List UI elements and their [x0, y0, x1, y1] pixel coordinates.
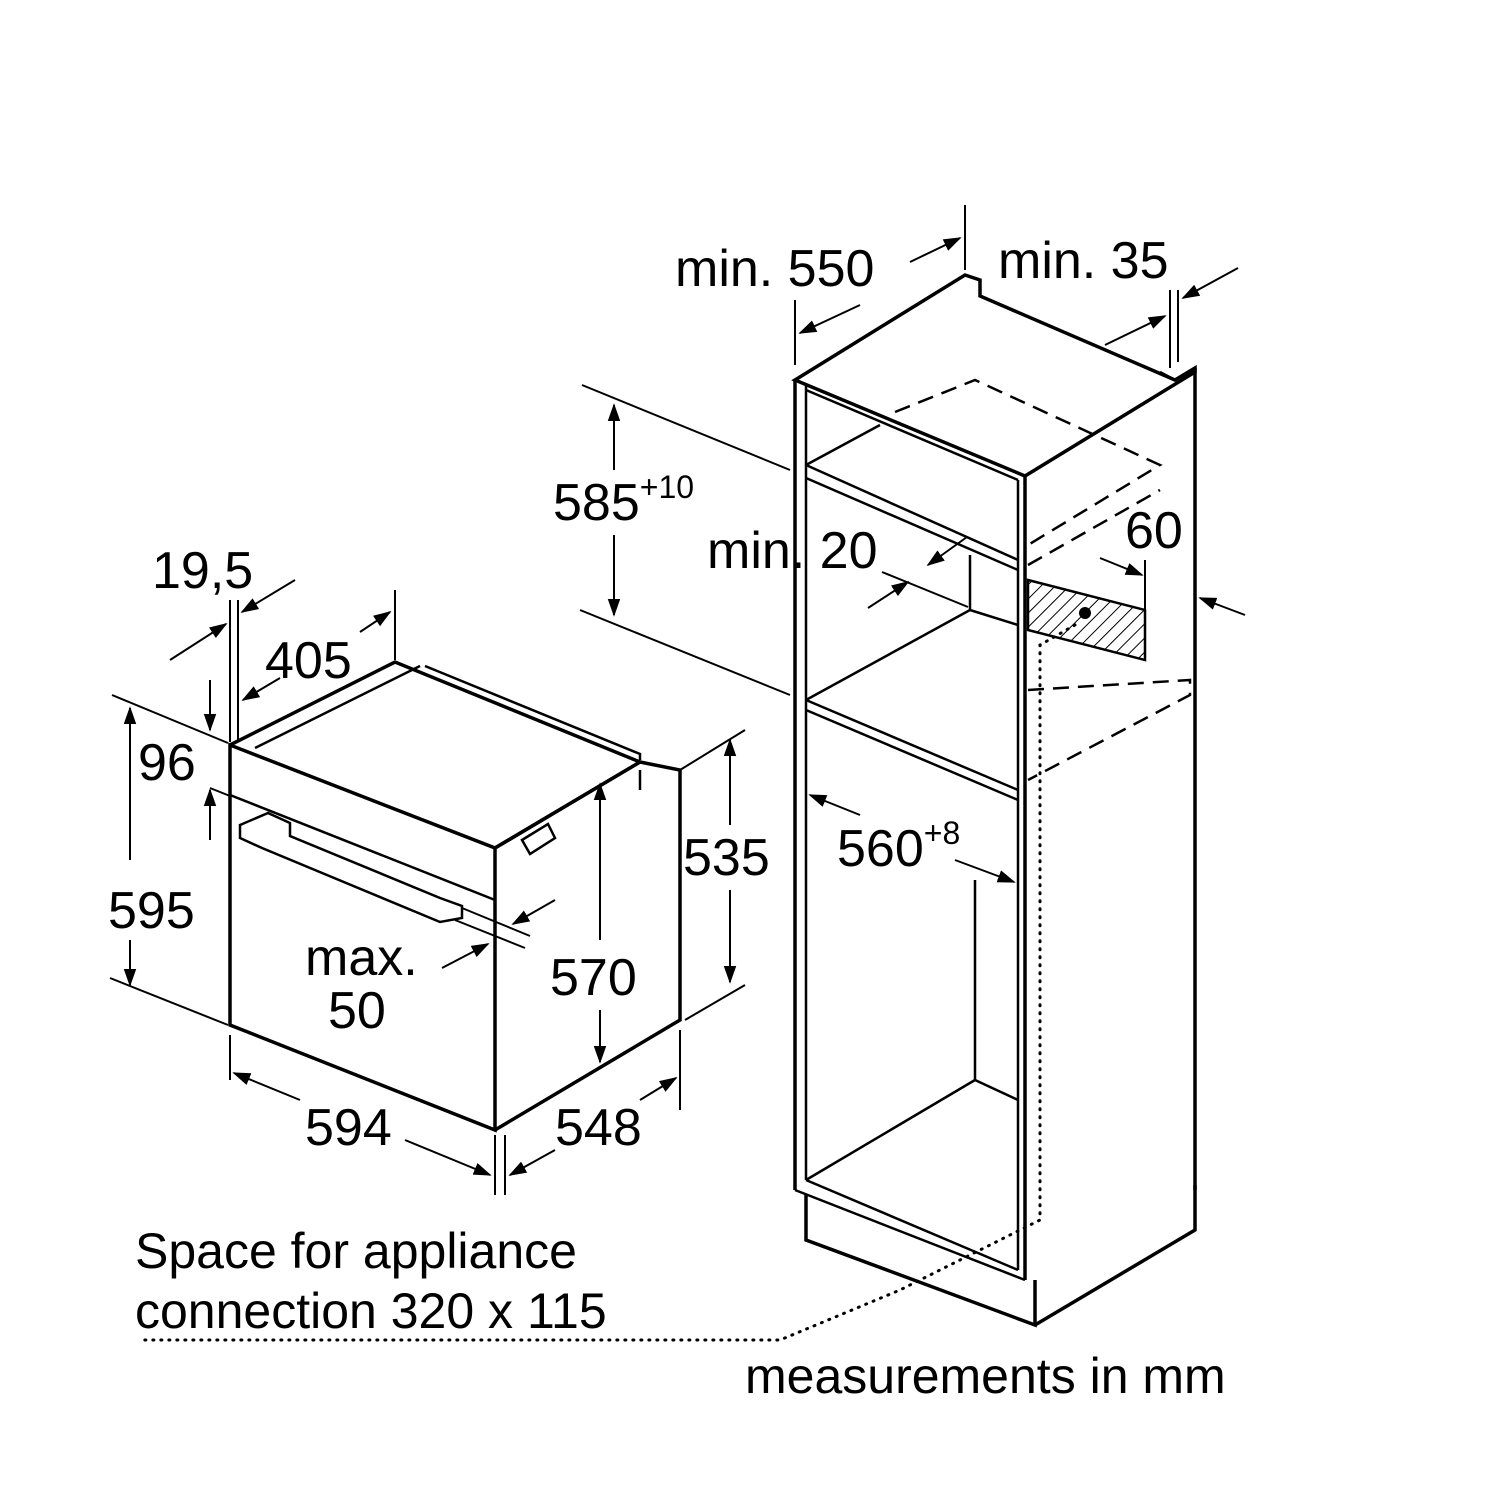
dim-min-550: min. 550	[675, 240, 874, 298]
dim-535: 535	[683, 829, 770, 887]
dim-585-base: 585	[553, 474, 640, 532]
oven-dimension-lines	[109, 579, 746, 1195]
cable-route	[138, 623, 1077, 1342]
oven-drawing	[228, 660, 682, 1133]
space-note-line2: connection 320 x 115	[135, 1283, 607, 1339]
cabinet-top	[791, 273, 1197, 478]
dim-560: 560+8	[837, 815, 960, 878]
dim-max-value: 50	[328, 982, 386, 1040]
dim-min-20: min. 20	[707, 522, 878, 580]
dim-19-5: 19,5	[152, 542, 253, 600]
dim-60: 60	[1125, 502, 1183, 560]
dim-595: 595	[108, 882, 195, 940]
space-note-line1: Space for appliance	[135, 1223, 577, 1279]
oven-side-notch	[520, 822, 557, 856]
connection-point	[1079, 607, 1091, 619]
vent-hatch	[1026, 578, 1147, 662]
oven-side	[494, 760, 682, 1132]
oven-door-handle	[238, 811, 464, 924]
oven-top-edge	[424, 664, 642, 760]
cabinet-drawing	[138, 273, 1197, 1342]
dim-min-35: min. 35	[998, 232, 1169, 290]
cabinet-dimension-lines	[579, 205, 1246, 883]
dim-585: 585+10	[553, 469, 694, 532]
oven-top-rim	[254, 664, 421, 750]
dim-560-tolerance: +8	[924, 815, 960, 851]
dim-max-label: max.	[305, 929, 418, 987]
dim-560-base: 560	[837, 820, 924, 878]
dim-548: 548	[555, 1099, 642, 1157]
oven-panel-divider	[229, 793, 496, 902]
dim-585-tolerance: +10	[640, 469, 694, 505]
dim-405: 405	[265, 632, 352, 690]
dim-96: 96	[138, 734, 196, 792]
units-note: measurements in mm	[745, 1348, 1226, 1404]
dim-570: 570	[550, 949, 637, 1007]
dim-594: 594	[305, 1099, 392, 1157]
